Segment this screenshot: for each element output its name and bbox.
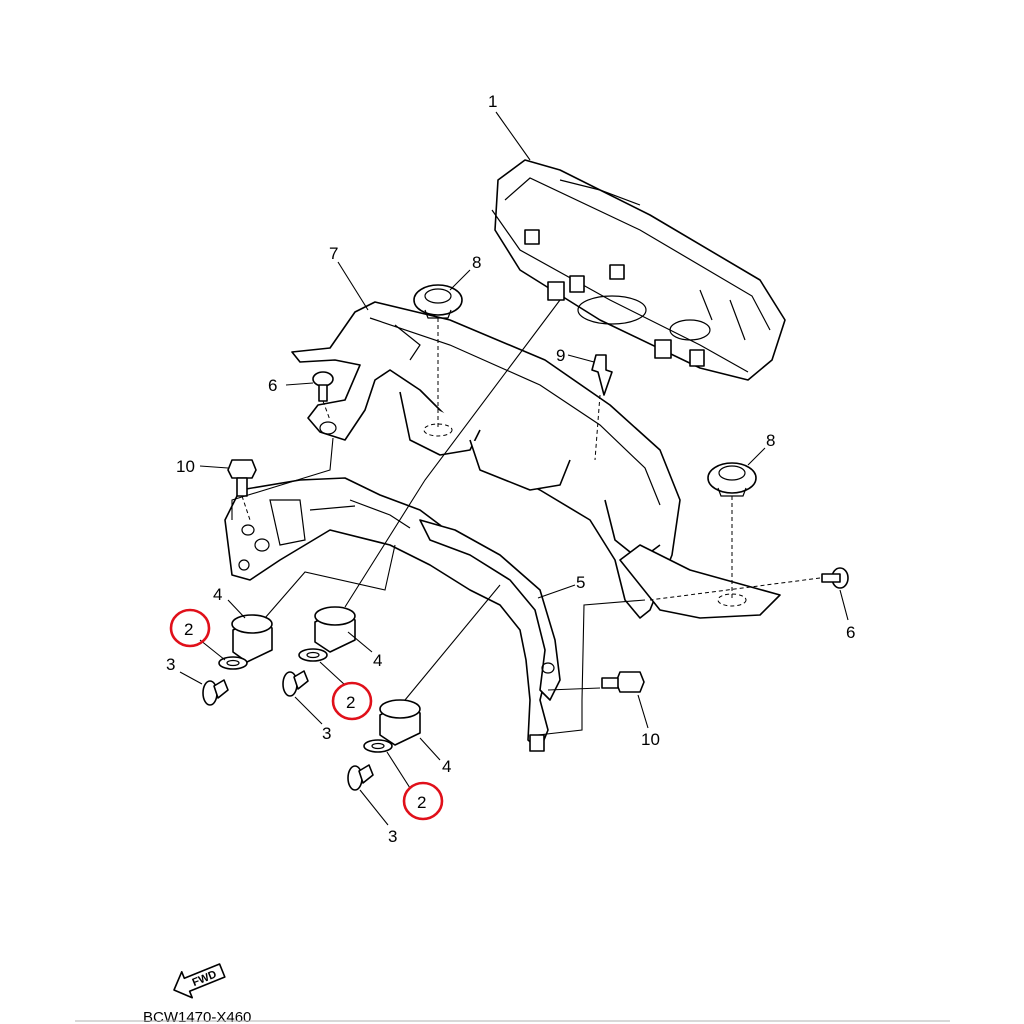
bolt-10-right bbox=[601, 671, 645, 693]
assembly-lines bbox=[241, 318, 821, 607]
highlight-circle-middle bbox=[331, 681, 373, 721]
collar-2-bottom bbox=[363, 739, 393, 753]
bolt-6-left bbox=[312, 371, 334, 402]
callout-leaders bbox=[179, 111, 849, 826]
meter-assembly bbox=[491, 159, 786, 381]
callout-7: 7 bbox=[329, 244, 338, 263]
rivet-9 bbox=[591, 354, 613, 396]
damper-4-middle bbox=[314, 606, 356, 653]
callout-10-left: 10 bbox=[176, 457, 195, 476]
collar-2-left bbox=[218, 656, 248, 670]
highlight-circle-left bbox=[169, 608, 211, 648]
meter-stay bbox=[224, 301, 781, 751]
lower-bracket bbox=[419, 519, 561, 752]
callout-2-bottom: 2 bbox=[417, 793, 426, 812]
connector-lines bbox=[231, 299, 646, 736]
callout-3-bottom: 3 bbox=[388, 827, 397, 846]
callout-3-middle: 3 bbox=[322, 724, 331, 743]
callout-6-right: 6 bbox=[846, 623, 855, 642]
screw-3-middle bbox=[282, 670, 309, 697]
highlight-circle-bottom bbox=[402, 781, 444, 821]
forward-arrow-icon: FWD bbox=[173, 963, 226, 999]
callout-8-left: 8 bbox=[472, 253, 481, 272]
bolt-6-right bbox=[821, 567, 849, 589]
screw-3-left bbox=[202, 679, 229, 706]
callout-8-right: 8 bbox=[766, 431, 775, 450]
diagram-code: BCW1470-X460 bbox=[143, 1009, 251, 1024]
callout-1: 1 bbox=[488, 92, 497, 111]
callout-2-middle: 2 bbox=[346, 693, 355, 712]
callout-2-left: 2 bbox=[184, 620, 193, 639]
collar-2-middle bbox=[298, 648, 328, 662]
callout-3-left: 3 bbox=[166, 655, 175, 674]
callout-5: 5 bbox=[576, 573, 585, 592]
damper-4-left bbox=[231, 614, 273, 663]
grommet-8-right bbox=[707, 462, 757, 497]
callout-4-bottom: 4 bbox=[442, 757, 451, 776]
callout-6-left: 6 bbox=[268, 376, 277, 395]
callout-4-left: 4 bbox=[213, 585, 222, 604]
damper-4-bottom bbox=[379, 699, 421, 746]
callout-labels: 1 7 8 8 9 6 6 10 10 5 4 4 4 3 3 3 2 2 2 bbox=[166, 92, 855, 846]
highlight-circles bbox=[169, 608, 444, 821]
callout-9: 9 bbox=[556, 346, 565, 365]
callout-4-middle: 4 bbox=[373, 651, 382, 670]
bolt-10-left bbox=[227, 459, 257, 497]
grommet-8-left bbox=[413, 284, 463, 319]
screw-3-bottom bbox=[347, 764, 374, 791]
callout-10-right: 10 bbox=[641, 730, 660, 749]
